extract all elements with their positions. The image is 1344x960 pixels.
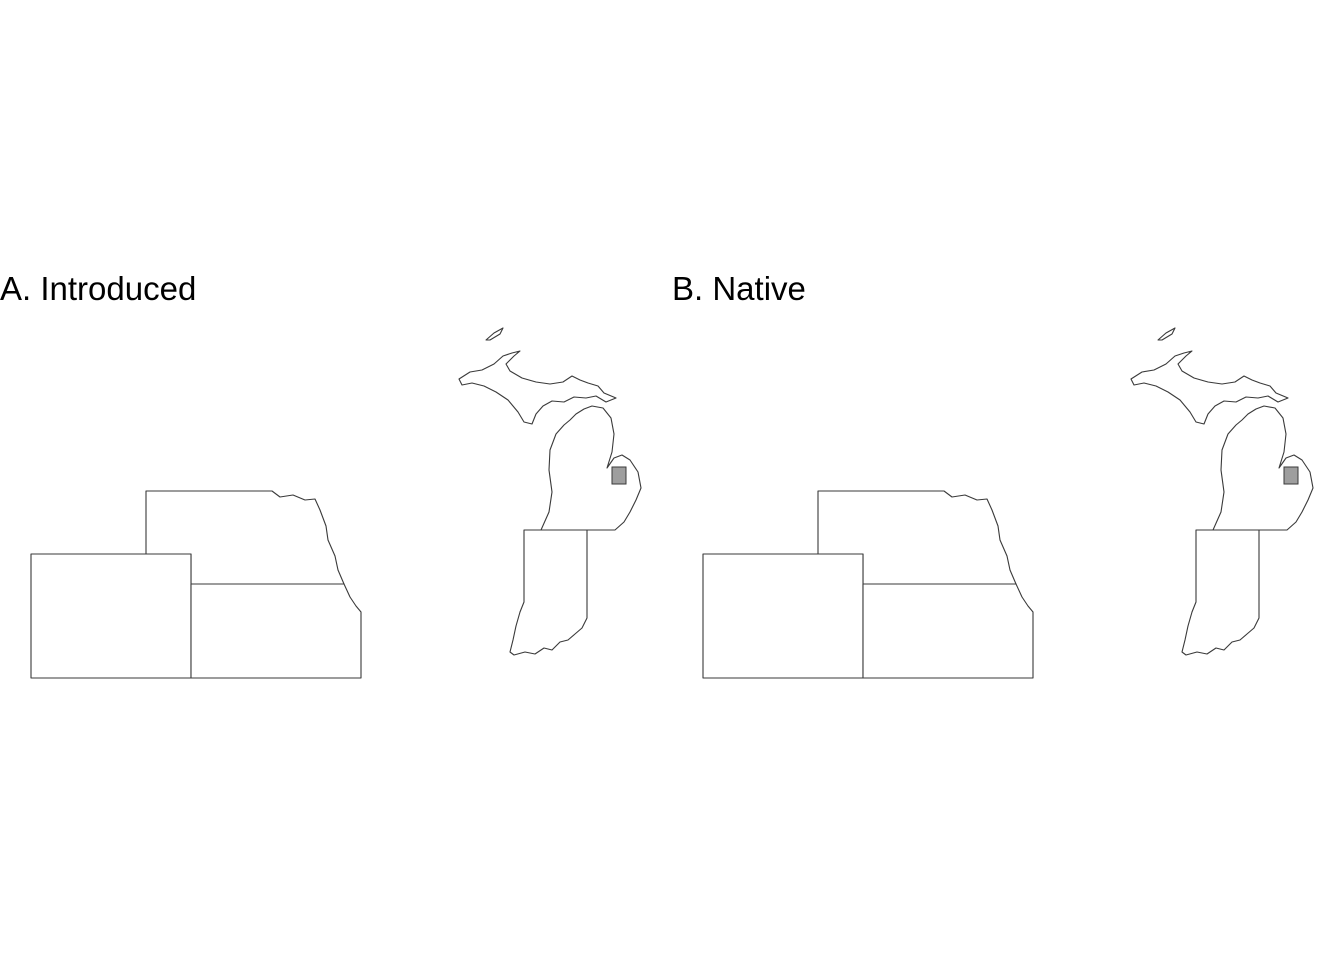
state-michigan-lower xyxy=(1212,405,1314,531)
state-indiana xyxy=(1181,529,1260,656)
state-kansas xyxy=(190,583,362,679)
state-indiana xyxy=(509,529,588,656)
map-panel-native: B. Native xyxy=(672,0,1344,960)
highlighted-county xyxy=(1283,466,1299,485)
state-michigan-lower xyxy=(540,405,642,531)
panel-title: B. Native xyxy=(672,270,806,307)
state-michigan-upper xyxy=(1130,350,1289,425)
state-group-great-lakes xyxy=(458,327,642,656)
state-group-plains xyxy=(702,490,1034,679)
map-panel-introduced: A. Introduced xyxy=(0,270,642,679)
map-canvas xyxy=(702,327,1314,679)
panel-title: A. Introduced xyxy=(0,270,197,307)
state-colorado xyxy=(30,553,192,679)
map-canvas xyxy=(30,327,642,679)
highlighted-county xyxy=(611,466,627,485)
state-colorado xyxy=(702,553,864,679)
state-michigan-upper xyxy=(458,350,617,425)
island-isle-royale xyxy=(1157,327,1176,341)
island-isle-royale xyxy=(485,327,504,341)
state-group-great-lakes xyxy=(1130,327,1314,656)
state-kansas xyxy=(862,583,1034,679)
state-group-plains xyxy=(30,490,362,679)
